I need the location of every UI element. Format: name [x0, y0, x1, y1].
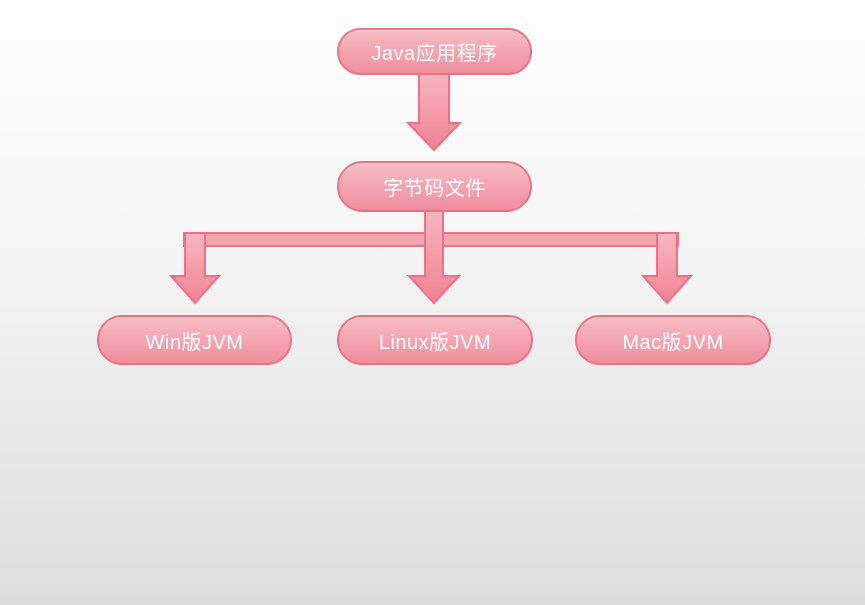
node-win-jvm: Win版JVM — [97, 315, 292, 365]
arrow-bytecode-to-win — [168, 232, 222, 305]
node-linux-jvm: Linux版JVM — [337, 315, 533, 365]
node-java-app-label: Java应用程序 — [371, 43, 498, 65]
node-java-app: Java应用程序 — [337, 28, 532, 75]
node-bytecode: 字节码文件 — [337, 161, 532, 212]
node-mac-jvm-label: Mac版JVM — [622, 331, 724, 354]
node-mac-jvm: Mac版JVM — [575, 315, 771, 365]
arrow-java-to-bytecode — [405, 69, 463, 152]
arrow-bytecode-to-mac — [640, 232, 694, 305]
arrow-bytecode-to-linux — [406, 205, 462, 305]
node-bytecode-label: 字节码文件 — [383, 178, 486, 200]
node-linux-jvm-label: Linux版JVM — [378, 331, 492, 354]
node-win-jvm-label: Win版JVM — [145, 331, 244, 354]
